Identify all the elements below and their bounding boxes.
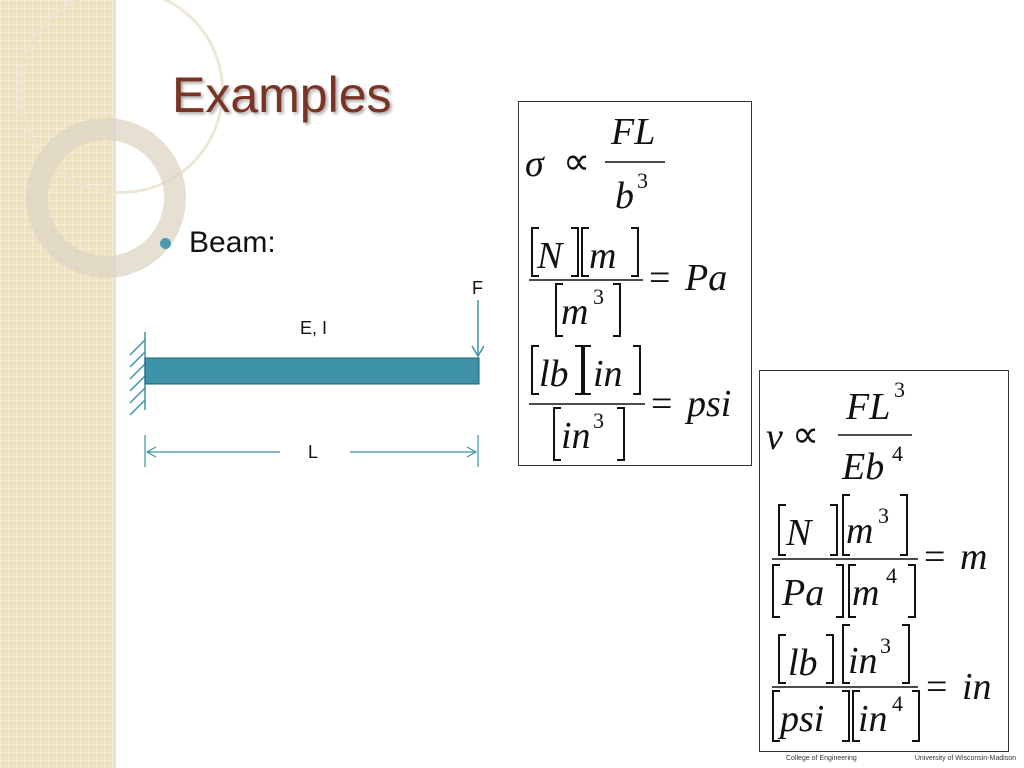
eq2-num-exponent: 3	[894, 377, 905, 402]
deflection-equation-box: v ∝ FL 3 Eb 4 N m 3 Pa m 4 = m	[759, 370, 1009, 752]
units-row-imperial: lb in in 3 = psi	[529, 345, 731, 461]
unit-m-den: m	[561, 291, 588, 333]
bullet-dot	[160, 237, 171, 249]
footer-right-text: University of Wisconsin-Madison	[914, 755, 1016, 762]
unit-m-den: m	[852, 572, 879, 614]
beam-diagram: F E, I L	[129, 278, 485, 467]
length-label: L	[308, 442, 318, 462]
beam	[144, 357, 480, 385]
length-dimension	[144, 435, 479, 467]
propto-symbol: ∝	[792, 414, 819, 456]
unit-in: in	[593, 353, 623, 395]
unit-in-den: in	[561, 415, 591, 457]
unit-n: N	[785, 512, 814, 554]
bullet-item: Beam:	[160, 226, 276, 260]
unit-m-den-exp: 3	[593, 284, 604, 309]
stress-equation-box: σ ∝ FL b 3 N m m 3 = Pa lb in	[518, 101, 752, 466]
bullet-text: Beam:	[189, 226, 276, 259]
property-label: E, I	[300, 318, 327, 338]
unit-lb: lb	[788, 642, 818, 684]
result-m: m	[960, 536, 987, 578]
unit-m: m	[846, 510, 873, 552]
unit-lb: lb	[539, 353, 569, 395]
fixed-support	[129, 332, 146, 416]
propto-symbol: ∝	[563, 141, 590, 183]
unit-in-exp: 3	[880, 633, 891, 658]
result-pa: Pa	[684, 257, 727, 299]
unit-psi: psi	[777, 698, 824, 740]
eq2-denominator: Eb	[841, 446, 884, 488]
force-label: F	[472, 278, 483, 298]
v-symbol: v	[766, 416, 783, 458]
unit-in: in	[848, 640, 878, 682]
eq2-den-exponent: 4	[892, 441, 903, 466]
sigma-symbol: σ	[525, 143, 545, 185]
footer-logo: College of Engineering University of Wis…	[786, 755, 1016, 762]
unit-pa: Pa	[781, 572, 824, 614]
footer-left-text: College of Engineering	[786, 755, 857, 762]
eq1-numerator: FL	[610, 111, 655, 153]
units-row-imperial: lb in 3 psi in 4 = in	[772, 624, 992, 742]
force-arrow	[471, 300, 485, 358]
unit-m: m	[589, 235, 616, 277]
units-row-si: N m m 3 = Pa	[529, 227, 727, 337]
equals-sign: =	[651, 383, 672, 425]
result-in: in	[962, 666, 992, 708]
unit-in-den-exp: 4	[892, 691, 903, 716]
unit-n: N	[536, 235, 565, 277]
units-row-si: N m 3 Pa m 4 = m	[772, 494, 987, 618]
unit-in-den: in	[858, 698, 888, 740]
eq1-den-exponent: 3	[637, 168, 648, 193]
slide-title: Examples	[172, 67, 392, 123]
sidebar-edge	[113, 0, 116, 768]
unit-m-den-exp: 4	[886, 563, 897, 588]
unit-m-exp: 3	[878, 503, 889, 528]
equals-sign: =	[649, 257, 670, 299]
equals-sign: =	[924, 536, 945, 578]
unit-in-den-exp: 3	[593, 408, 604, 433]
eq1-denominator: b	[615, 175, 634, 217]
equals-sign: =	[926, 666, 947, 708]
eq2-numerator: FL	[845, 386, 890, 428]
result-psi: psi	[684, 383, 731, 425]
